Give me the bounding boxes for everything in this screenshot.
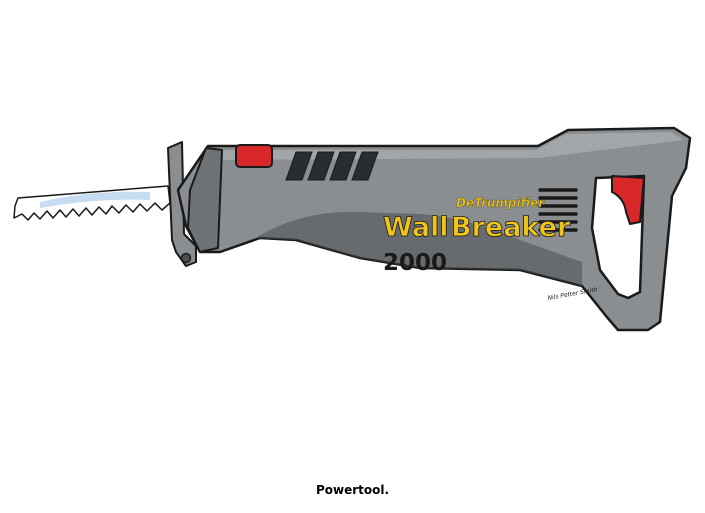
model-number-text: 2000 xyxy=(383,250,447,276)
artist-signature: Nils Petter Smith xyxy=(547,286,598,302)
nose-grip xyxy=(187,147,223,253)
brand-wall-text: Wall xyxy=(383,212,449,243)
air-vent-slots xyxy=(285,151,379,181)
saw-blade xyxy=(13,185,171,221)
trigger-icon xyxy=(611,175,645,225)
brand-breaker-text: Breaker xyxy=(451,212,571,243)
saw-body xyxy=(176,126,692,332)
side-vents xyxy=(538,188,578,232)
brand-small-text: DeTrumpifier xyxy=(456,196,545,210)
lock-button-icon xyxy=(235,144,273,168)
cartoon-caption: Powertool. xyxy=(315,483,390,497)
